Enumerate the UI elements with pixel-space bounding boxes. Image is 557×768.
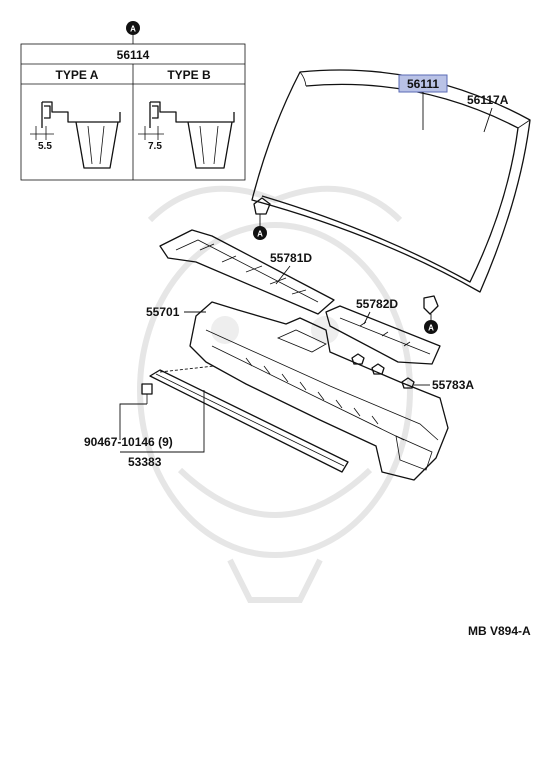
cowl-panel-part-number[interactable]: 55701 — [146, 305, 180, 319]
dim-type-a: 5.5 — [38, 141, 52, 152]
clip-type-b-drawing — [138, 101, 235, 169]
inset-marker — [126, 21, 140, 35]
marker-left-label: A — [257, 230, 263, 239]
cowl-vent-left-part-number[interactable]: 55781D — [270, 251, 312, 265]
clip-part-number[interactable]: 55783A — [432, 378, 474, 392]
dim-type-b: 7.5 — [148, 141, 162, 152]
type-b-heading: TYPE B — [167, 68, 211, 82]
diagram-code: MB V894-A — [468, 624, 531, 638]
inset-marker-label: A — [130, 25, 136, 34]
cowl-vent-right-part-number[interactable]: 55782D — [356, 297, 398, 311]
inset-part-number: 56114 — [117, 48, 150, 62]
seal-part-number[interactable]: 53383 — [128, 455, 162, 469]
bolt — [141, 383, 153, 404]
type-a-heading: TYPE A — [56, 68, 99, 82]
cowl-top-panel — [189, 301, 449, 481]
marker-right-label: A — [428, 324, 434, 333]
right-bracket-clip — [423, 295, 439, 322]
cowl-clips — [351, 353, 415, 389]
clip-type-a-drawing — [30, 101, 121, 169]
marker-left — [253, 226, 267, 240]
cowl-vent-left — [159, 229, 335, 315]
marker-right — [424, 320, 438, 334]
windshield-part-number[interactable]: 56111 — [407, 77, 439, 91]
cowl-seal-strip — [149, 369, 349, 473]
moulding-part-number[interactable]: 56117A — [467, 93, 509, 107]
bolt-part-number[interactable]: 90467-10146 (9) — [84, 435, 173, 449]
left-bracket-clip — [253, 197, 271, 228]
cowl-vent-right — [325, 305, 441, 365]
inset-box: A 56114 TYPE A TYPE B 5.5 7.5 — [20, 21, 246, 181]
